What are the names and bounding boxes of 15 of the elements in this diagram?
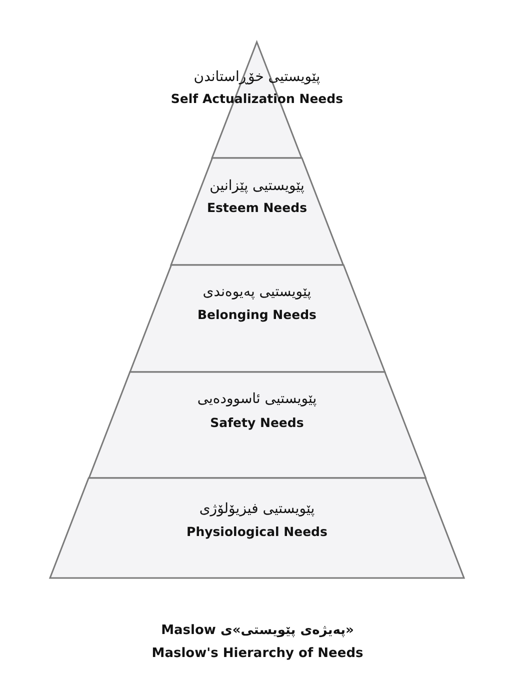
level-label: Esteem Needs	[206, 200, 308, 215]
caption-text: Maslow's Hierarchy of Needs	[152, 646, 364, 661]
level-label-kurdish: پێویستیی پەیوەندی	[202, 284, 312, 300]
pyramid-level	[170, 158, 344, 265]
pyramid-level	[130, 265, 384, 372]
level-label-kurdish: پێویستیی ئاسوودەیی	[197, 391, 317, 407]
level-label: Safety Needs	[210, 415, 304, 430]
level-label: Belonging Needs	[197, 307, 316, 322]
level-label-kurdish: پێویستیی پێزانین	[210, 178, 304, 194]
level-label: Physiological Needs	[186, 524, 328, 539]
pyramid-level	[88, 372, 426, 478]
level-label-kurdish: پێویستیی فیزیۆلۆژی	[199, 501, 315, 517]
level-label: Self Actualization Needs	[170, 91, 344, 106]
caption-text: «پەیژەی پێویستی»ی Maslow	[161, 623, 354, 638]
pyramid-level	[50, 478, 464, 578]
